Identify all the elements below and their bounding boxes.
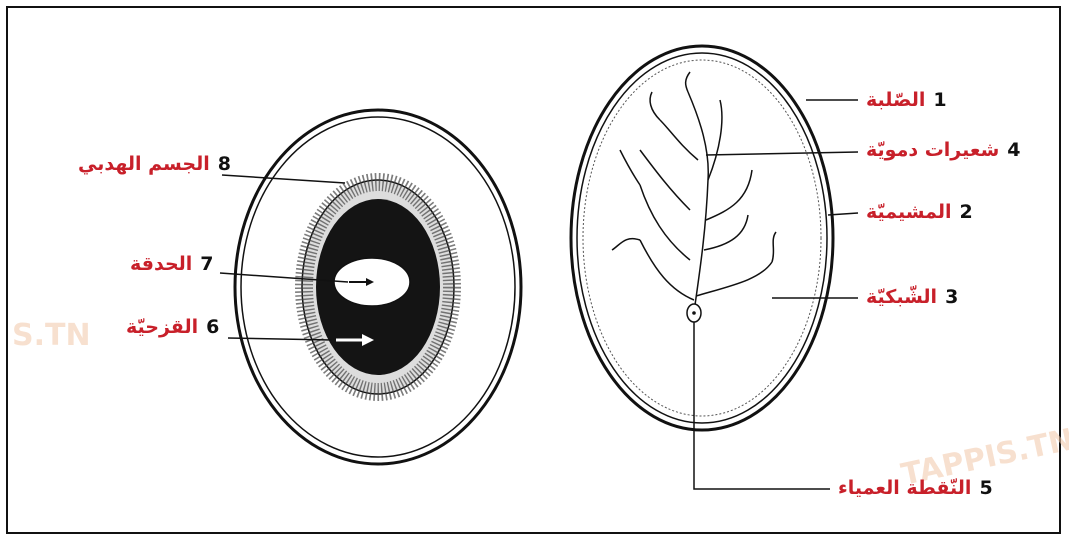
label-text: الشّبكيّة — [866, 286, 937, 308]
inside-view-eye — [571, 46, 858, 489]
label-number: 4 — [1007, 139, 1020, 161]
label-text: الصّلبة — [866, 89, 925, 111]
label-choroid: 2 المشيميّة — [866, 200, 973, 224]
label-text: النّقطة العمياء — [838, 477, 971, 499]
label-blind-spot: 5 النّقطة العمياء — [838, 476, 993, 500]
label-text: الحدقة — [130, 253, 192, 275]
label-text: المشيميّة — [866, 201, 952, 223]
label-capillaries: 4 شعيرات دمويّة — [866, 138, 1021, 162]
label-ciliary-body: 8 الجسم الهدبي — [78, 152, 231, 176]
label-number: 6 — [206, 316, 219, 338]
label-text: شعيرات دمويّة — [866, 139, 999, 161]
label-number: 1 — [933, 89, 946, 111]
label-number: 8 — [218, 153, 231, 175]
label-iris: 6 القزحيّة — [126, 315, 219, 339]
label-pupil: 7 الحدقة — [130, 252, 214, 276]
label-number: 7 — [200, 253, 213, 275]
label-text: الجسم الهدبي — [78, 153, 210, 175]
label-number: 2 — [960, 201, 973, 223]
front-view-eye — [220, 110, 521, 464]
label-sclera: 1 الصّلبة — [866, 88, 947, 112]
label-retina: 3 الشّبكيّة — [866, 285, 958, 309]
blood-vessels — [612, 72, 776, 312]
label-text: القزحيّة — [126, 316, 198, 338]
label-number: 3 — [945, 286, 958, 308]
label-number: 5 — [979, 477, 992, 499]
